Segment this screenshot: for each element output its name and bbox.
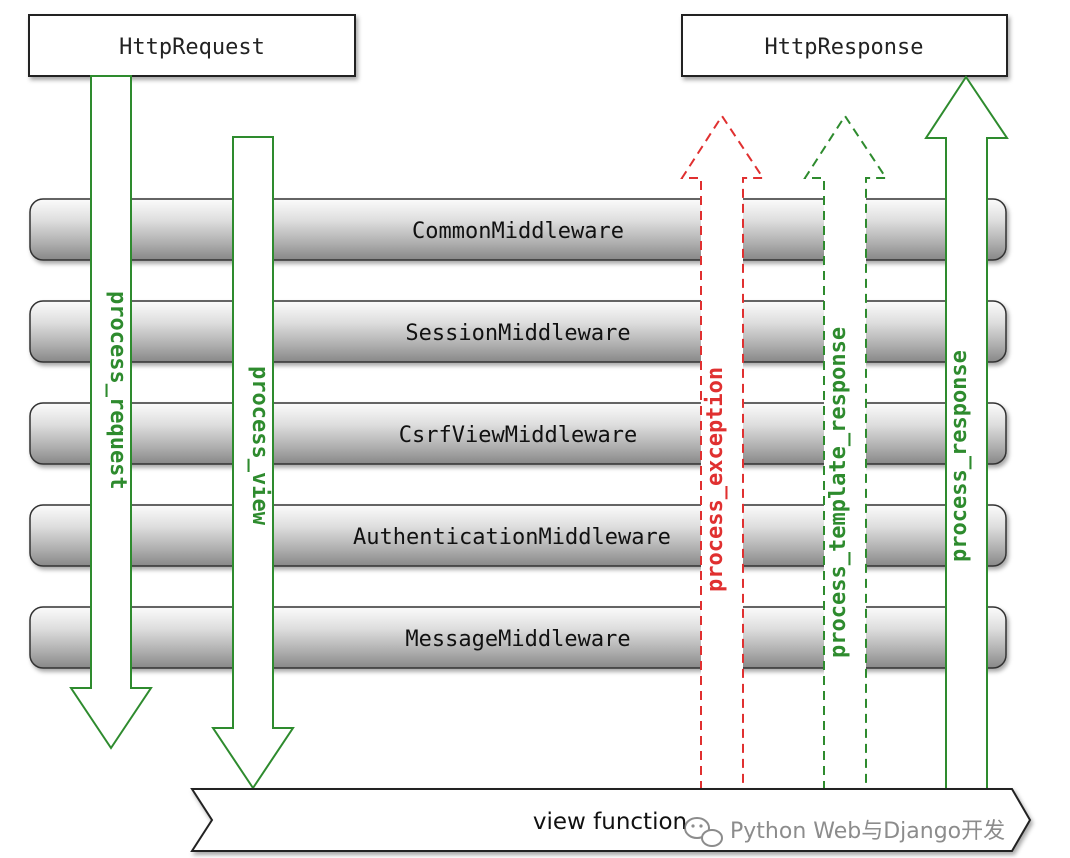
view-function-banner: view function xyxy=(190,788,1032,852)
process-exception-arrow: process_exception xyxy=(680,114,765,791)
middleware-label: SessionMiddleware xyxy=(405,321,630,346)
middleware-label: AuthenticationMiddleware xyxy=(353,525,671,550)
middleware-label: MessageMiddleware xyxy=(405,627,630,652)
http-request-label: HttpRequest xyxy=(119,35,265,60)
wechat-icon xyxy=(684,817,723,847)
watermark: Python Web与Django开发 xyxy=(684,817,1005,847)
http-request-box: HttpRequest xyxy=(28,14,356,77)
process-template-response-label: process_template_response xyxy=(826,327,851,658)
watermark-text: Python Web与Django开发 xyxy=(730,819,1005,844)
process-template-response-arrow: process_template_response xyxy=(803,114,888,791)
process-exception-label: process_exception xyxy=(703,367,728,592)
middleware-label: CsrfViewMiddleware xyxy=(399,423,637,448)
process-response-arrow: process_response xyxy=(924,75,1009,791)
process-response-label: process_response xyxy=(947,350,972,562)
http-response-box: HttpResponse xyxy=(681,14,1008,77)
process-request-arrow: process_request xyxy=(69,75,153,750)
process-view-arrow: process_view xyxy=(211,136,295,790)
process-view-label: process_view xyxy=(247,366,272,526)
view-function-label: view function xyxy=(533,809,687,835)
process-request-label: process_request xyxy=(105,291,130,490)
middleware-label: CommonMiddleware xyxy=(412,219,624,244)
http-response-label: HttpResponse xyxy=(765,35,924,60)
